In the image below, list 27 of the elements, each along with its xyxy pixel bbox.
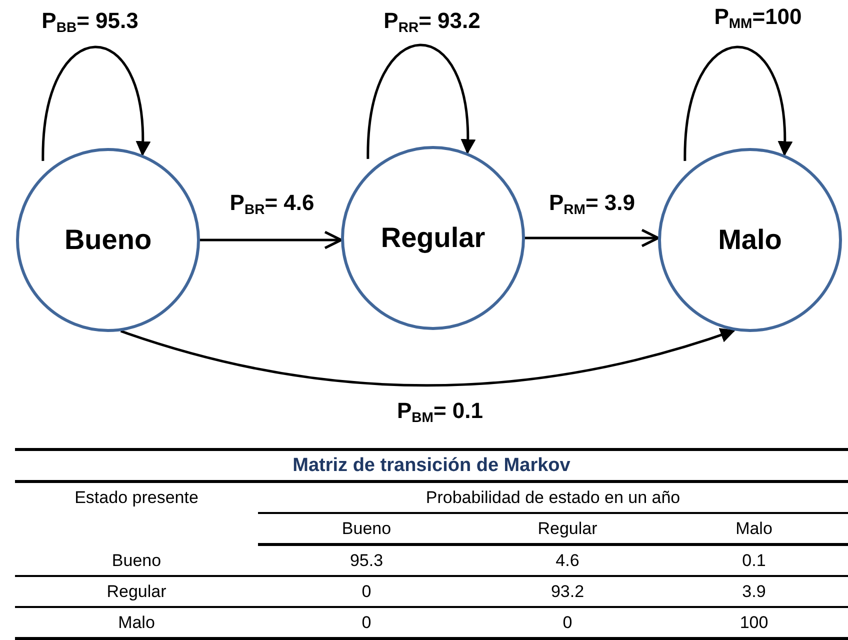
- column-header: Malo: [660, 514, 848, 546]
- table-cell: 93.2: [475, 577, 660, 608]
- table-cell: 3.9: [660, 577, 848, 608]
- table-cell: 95.3: [258, 546, 475, 577]
- state-label: Malo: [718, 223, 782, 257]
- arrow: [42, 46, 150, 161]
- arrow: [366, 44, 475, 159]
- table-cell: 0.1: [660, 546, 848, 577]
- row-header: Estado presente: [74, 487, 200, 509]
- table-cell: 100: [660, 608, 848, 640]
- state-label: Bueno: [64, 223, 152, 257]
- table-cell: 4.6: [475, 546, 660, 577]
- table-cell: Bueno: [15, 546, 258, 577]
- arrow: [684, 46, 792, 161]
- table-cell: Malo: [15, 608, 258, 640]
- column-header: Bueno: [258, 514, 475, 546]
- table-cell: 0: [475, 608, 660, 640]
- table-cell: 0: [258, 577, 475, 608]
- arrow: [525, 228, 660, 248]
- column-header: Regular: [475, 514, 660, 546]
- arrow: [200, 230, 342, 250]
- table-cell: 0: [258, 608, 475, 640]
- table-cell: Regular: [15, 577, 258, 608]
- column-header: Probabilidad de estado en un año: [258, 483, 848, 514]
- table-title: Matriz de transición de Markov: [15, 448, 848, 483]
- arrow: [120, 328, 736, 387]
- state-label: Regular: [380, 221, 486, 255]
